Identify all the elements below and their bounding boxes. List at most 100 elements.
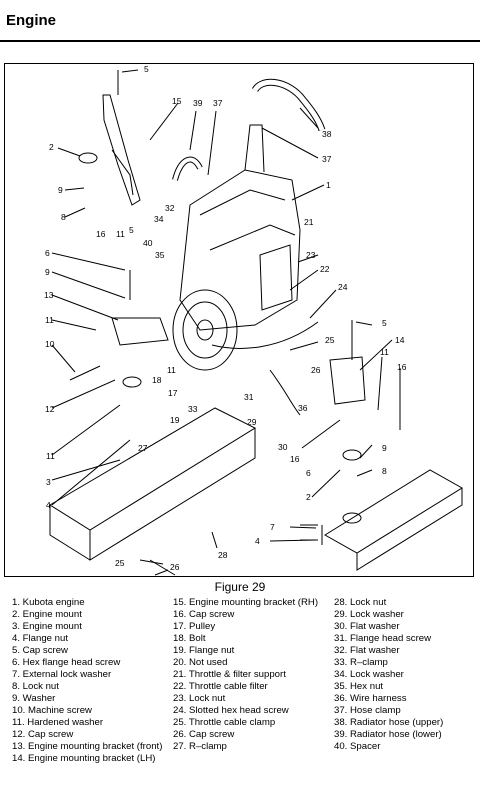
part-callout: 7	[270, 522, 275, 532]
legend-item: 7. External lock washer	[12, 669, 112, 680]
legend-item: 10. Machine screw	[12, 705, 92, 716]
legend-item: 39. Radiator hose (lower)	[334, 729, 442, 740]
legend-item: 2. Engine mount	[12, 609, 82, 620]
part-callout: 30	[278, 442, 288, 452]
legend-column-1: 1. Kubota engine 2. Engine mount 3. Engi…	[12, 597, 162, 765]
legend-item: 32. Flat washer	[334, 645, 400, 656]
part-callout: 27	[138, 443, 148, 453]
legend-item: 12. Cap screw	[12, 729, 74, 740]
part-callout: 38	[322, 129, 332, 139]
legend-item: 35. Hex nut	[334, 681, 384, 692]
legend-item: 15. Engine mounting bracket (RH)	[173, 597, 319, 608]
part-callout: 1	[326, 180, 331, 190]
part-callout: 35	[155, 250, 165, 260]
legend-item: 20. Not used	[173, 657, 228, 668]
part-callout: 14	[395, 335, 405, 345]
part-callout: 9	[45, 267, 50, 277]
legend-item: 9. Washer	[12, 693, 56, 704]
legend-item: 3. Engine mount	[12, 621, 82, 632]
bracket-rh	[102, 94, 141, 206]
engine-block	[179, 169, 301, 331]
figure-caption: Figure 29	[214, 580, 266, 594]
part-callout: 9	[382, 443, 387, 453]
part-callout: 26	[170, 562, 180, 572]
legend-item: 33. R–clamp	[334, 657, 388, 668]
part-callout: 19	[170, 415, 180, 425]
part-callout: 37	[213, 98, 223, 108]
part-callout: 6	[45, 248, 50, 258]
part-callout: 16	[96, 229, 106, 239]
legend-item: 36. Wire harness	[334, 693, 407, 704]
frame-rail-left	[49, 407, 257, 531]
part-callout: 40	[143, 238, 153, 248]
part-callout: 39	[193, 98, 203, 108]
part-callout: 31	[244, 392, 254, 402]
part-callout: 37	[322, 154, 332, 164]
legend-item: 21. Throttle & filter support	[173, 669, 286, 680]
part-callout: 34	[154, 214, 164, 224]
page-title: Engine	[6, 12, 57, 29]
figure-frame	[4, 63, 474, 577]
part-callout: 5	[382, 318, 387, 328]
part-callout: 8	[61, 212, 66, 222]
part-callout: 22	[320, 264, 330, 274]
legend-item: 4. Flange nut	[12, 633, 69, 644]
part-callout: 29	[247, 417, 257, 427]
legend-item: 38. Radiator hose (upper)	[334, 717, 444, 728]
part-callout: 21	[304, 217, 314, 227]
part-callout: 23	[306, 250, 316, 260]
legend-item: 29. Lock washer	[334, 609, 404, 620]
part-callout: 26	[311, 365, 321, 375]
legend-item: 27. R–clamp	[173, 741, 227, 752]
legend-column-2: 15. Engine mounting bracket (RH) 16. Cap…	[173, 597, 318, 753]
legend-item: 40. Spacer	[334, 741, 381, 752]
legend-column-3: 28. Lock nut 29. Lock washer 30. Flat wa…	[334, 597, 443, 753]
legend-item: 1. Kubota engine	[12, 597, 85, 608]
legend-item: 5. Cap screw	[12, 645, 68, 656]
part-callout: 15	[172, 96, 182, 106]
part-callout: 9	[58, 185, 63, 195]
legend-item: 30. Flat washer	[334, 621, 400, 632]
part-callout: 2	[49, 142, 54, 152]
legend-item: 18. Bolt	[173, 633, 206, 644]
part-callout: 33	[188, 404, 198, 414]
title-rule	[0, 40, 480, 42]
legend-item: 24. Slotted hex head screw	[173, 705, 289, 716]
part-callout: 17	[168, 388, 178, 398]
part-callout: 4	[46, 500, 51, 510]
part-callout: 11	[116, 229, 125, 239]
part-callout: 5	[144, 64, 149, 74]
legend-item: 37. Hose clamp	[334, 705, 401, 716]
legend-item: 19. Flange nut	[173, 645, 235, 656]
bracket-lh	[329, 356, 366, 405]
part-callout: 5	[129, 225, 134, 235]
part-callout: 32	[165, 203, 175, 213]
legend-item: 23. Lock nut	[173, 693, 226, 704]
part-callout: 11	[380, 347, 389, 357]
legend-item: 22. Throttle cable filter	[173, 681, 268, 692]
part-callout: 25	[325, 335, 335, 345]
legend-item: 16. Cap screw	[173, 609, 235, 620]
part-callout: 12	[45, 404, 55, 414]
part-callout: 11	[45, 315, 54, 325]
part-callout: 11	[46, 451, 55, 461]
legend-item: 11. Hardened washer	[12, 717, 104, 728]
part-callout: 4	[255, 536, 260, 546]
legend-item: 8. Lock nut	[12, 681, 59, 692]
part-callout: 18	[152, 375, 162, 385]
legend-item: 17. Pulley	[173, 621, 216, 632]
part-callout: 13	[44, 290, 54, 300]
legend-item: 13. Engine mounting bracket (front)	[12, 741, 163, 752]
part-callout: 11	[167, 365, 176, 375]
legend-item: 31. Flange head screw	[334, 633, 432, 644]
bracket-front	[111, 317, 169, 346]
part-callout: 25	[115, 558, 125, 568]
part-callout: 10	[45, 339, 55, 349]
legend-item: 28. Lock nut	[334, 597, 387, 608]
legend-item: 25. Throttle cable clamp	[173, 717, 276, 728]
part-callout: 36	[298, 403, 308, 413]
part-callout: 6	[306, 468, 311, 478]
legend-item: 6. Hex flange head screw	[12, 657, 121, 668]
frame-rail-right	[324, 469, 463, 554]
legend-item: 34. Lock washer	[334, 669, 404, 680]
